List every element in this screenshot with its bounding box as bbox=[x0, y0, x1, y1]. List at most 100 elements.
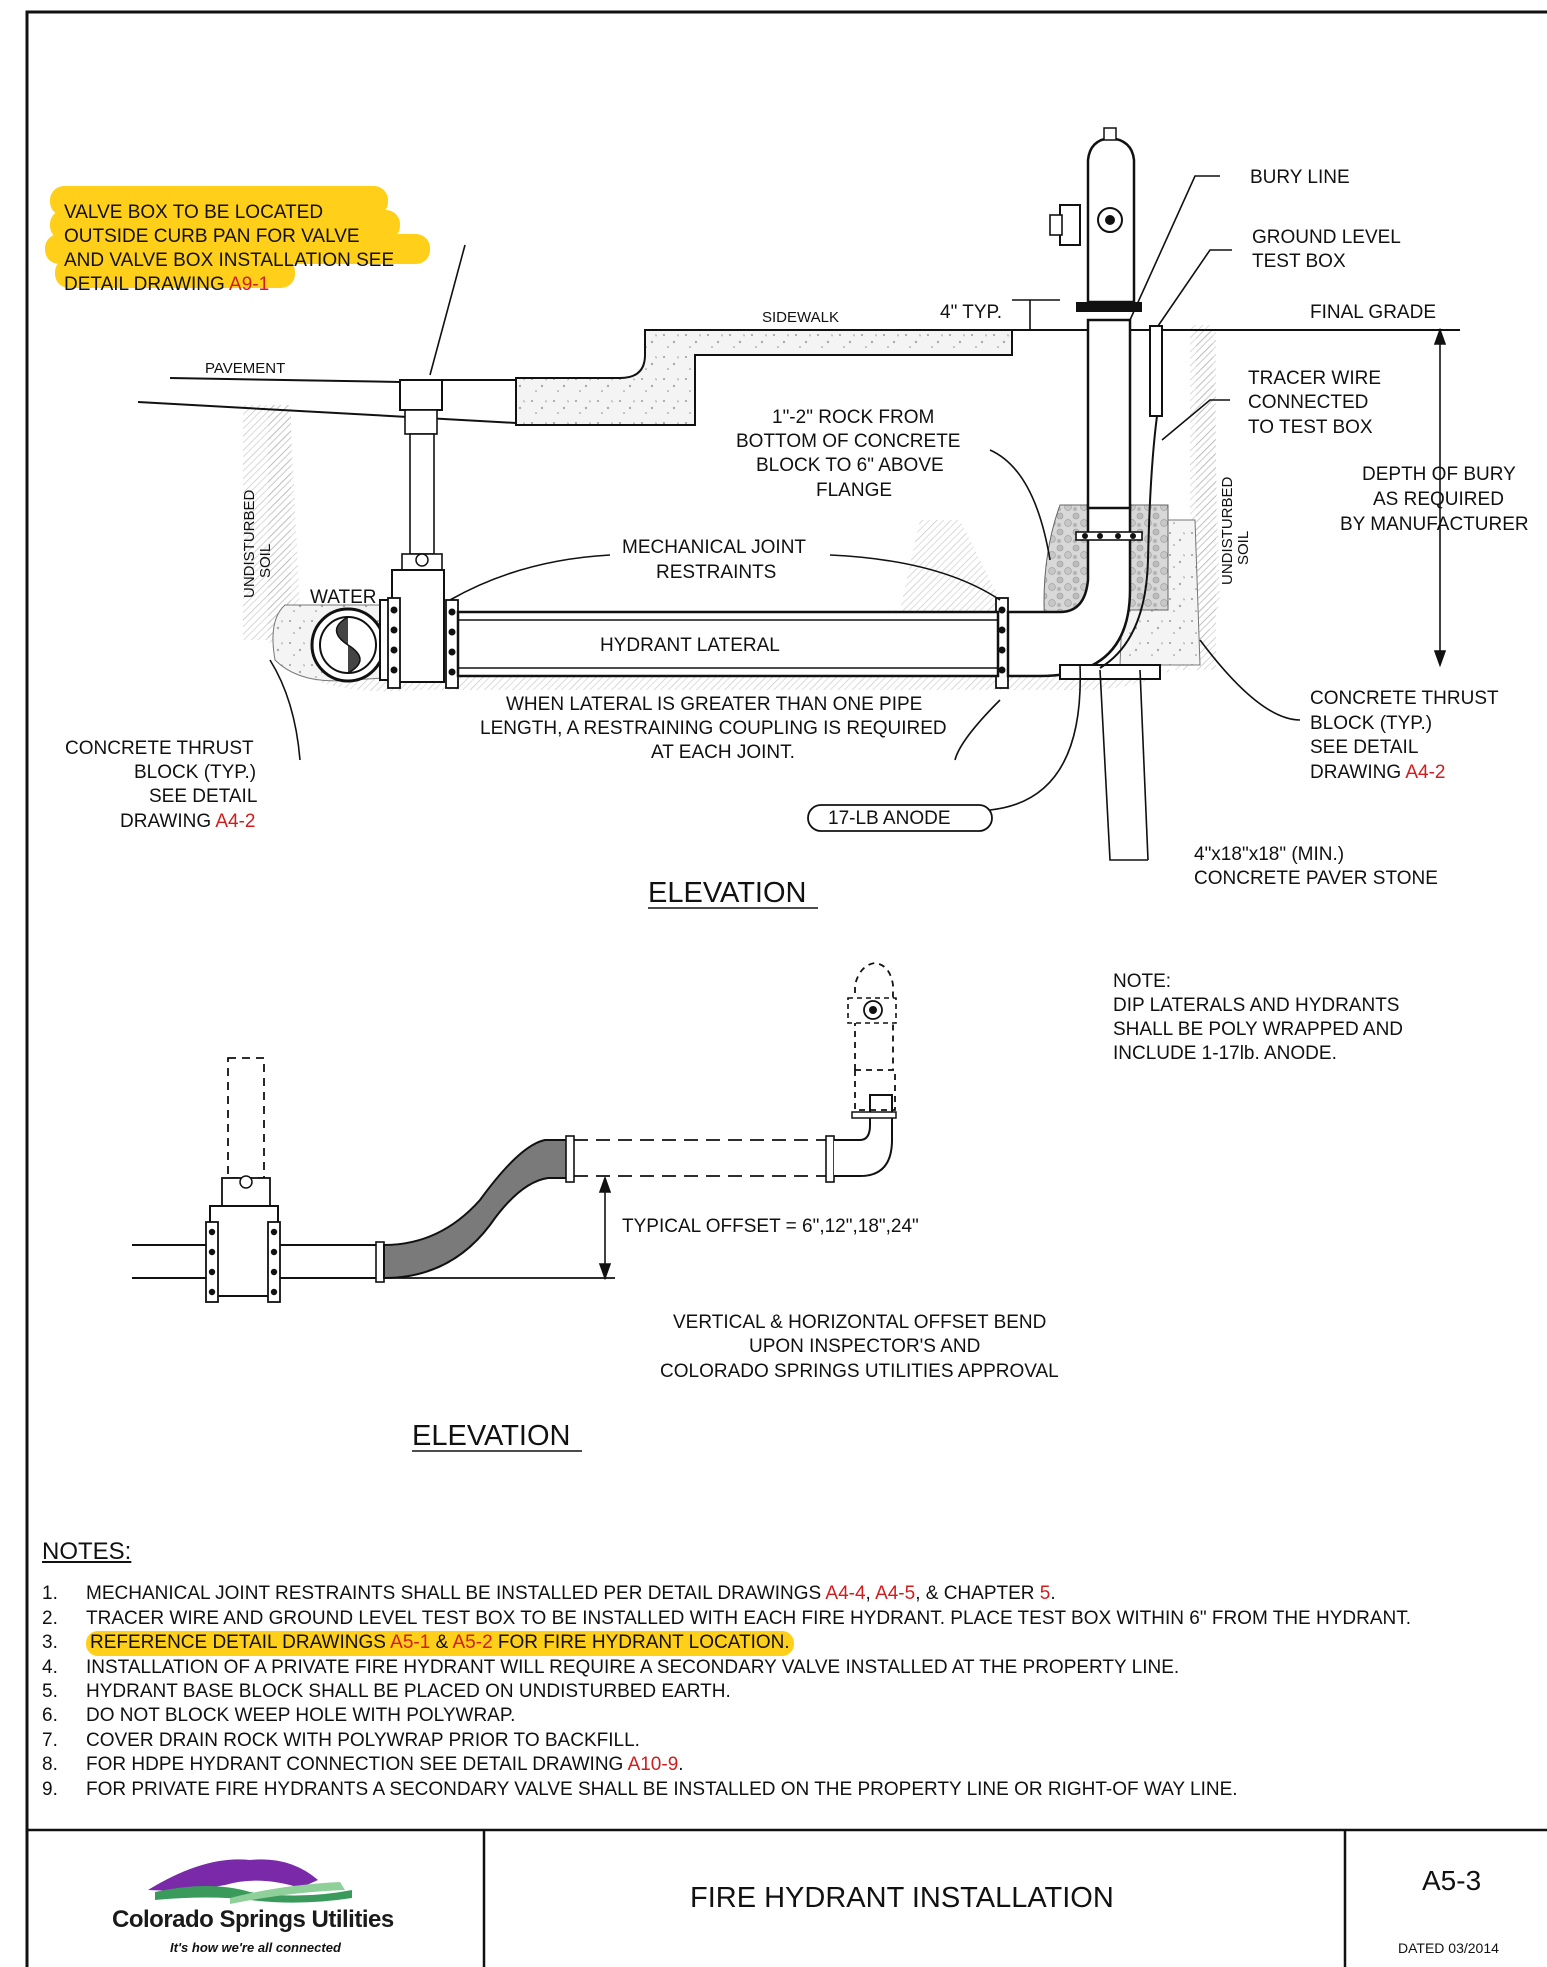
drawing-reference: A4-5 bbox=[875, 1583, 916, 1605]
valve-box-highlight bbox=[45, 186, 430, 288]
note-number: 7. bbox=[42, 1729, 58, 1751]
note-number: 2. bbox=[42, 1607, 58, 1629]
thrust-left-2: BLOCK (TYP.) bbox=[134, 762, 256, 783]
note-number: 9. bbox=[42, 1778, 58, 1800]
note-head: NOTE: bbox=[1113, 971, 1171, 992]
note-item: 3. REFERENCE DETAIL DRAWINGS A5-1 & A5-2 … bbox=[42, 1631, 1532, 1656]
coupling-label-3: AT EACH JOINT. bbox=[651, 742, 795, 763]
note-item: 4. INSTALLATION OF A PRIVATE FIRE HYDRANT… bbox=[42, 1656, 1532, 1680]
drawing-reference: 5 bbox=[1039, 1583, 1051, 1605]
rock-label-2: BOTTOM OF CONCRETE bbox=[736, 431, 960, 452]
tracer-label-1: TRACER WIRE bbox=[1248, 368, 1381, 389]
lateral-label: HYDRANT LATERAL bbox=[600, 635, 780, 656]
offset-bend bbox=[383, 1139, 569, 1280]
valve-box-line-1: VALVE BOX TO BE LOCATED bbox=[64, 202, 323, 223]
note-item: 2. TRACER WIRE AND GROUND LEVEL TEST BOX … bbox=[42, 1607, 1532, 1631]
note-text: DO NOT BLOCK WEEP HOLE WITH POLYWRAP. bbox=[86, 1705, 516, 1727]
note-text: FOR HDPE HYDRANT CONNECTION SEE DETAIL D… bbox=[86, 1754, 684, 1776]
thrust-left-4: DRAWING A4-2 bbox=[120, 811, 256, 832]
curb-concrete bbox=[515, 329, 1013, 426]
note-number: 3. bbox=[42, 1632, 58, 1654]
note-text: TRACER WIRE AND GROUND LEVEL TEST BOX TO… bbox=[86, 1607, 1412, 1629]
thrust-right-3: SEE DETAIL bbox=[1310, 737, 1418, 758]
sheet-border bbox=[25, 10, 1547, 1967]
ground-test-label-1: GROUND LEVEL bbox=[1252, 227, 1401, 248]
coupling-label-2: LENGTH, A RESTRAINING COUPLING IS REQUIR… bbox=[480, 718, 947, 739]
elevation-title-2: ELEVATION bbox=[412, 1420, 570, 1452]
lower-elevation-drawing bbox=[132, 962, 897, 1303]
note-number: 6. bbox=[42, 1705, 58, 1727]
mj-label-1: MECHANICAL JOINT bbox=[622, 537, 806, 558]
rock-label-3: BLOCK TO 6" ABOVE bbox=[756, 455, 944, 476]
water-label: WATER bbox=[310, 587, 377, 608]
note-item: 7. COVER DRAIN ROCK WITH POLYWRAP PRIOR T… bbox=[42, 1729, 1532, 1753]
drawing-reference: A5-2 bbox=[452, 1632, 493, 1654]
anode-label: 17-LB ANODE bbox=[828, 808, 951, 829]
paver-label-2: CONCRETE PAVER STONE bbox=[1194, 868, 1438, 889]
drawing-number: A5-3 bbox=[1422, 1865, 1482, 1896]
note-number: 8. bbox=[42, 1754, 58, 1776]
note-text: REFERENCE DETAIL DRAWINGS A5-1 & A5-2 FO… bbox=[86, 1631, 794, 1656]
hydrant-lateral-pipe bbox=[456, 610, 1000, 678]
logo-tagline: It's how we're all connected bbox=[170, 1940, 341, 1955]
soil-left bbox=[268, 325, 1220, 692]
thrust-right-1: CONCRETE THRUST bbox=[1310, 688, 1499, 709]
notes-section: NOTES: 1. MECHANICAL JOINT RESTRAINTS SHA… bbox=[42, 1538, 1532, 1802]
valve-box-line-2: OUTSIDE CURB PAN FOR VALVE bbox=[64, 226, 360, 247]
notes-list: 1. MECHANICAL JOINT RESTRAINTS SHALL BE I… bbox=[42, 1582, 1532, 1802]
note-item: 9. FOR PRIVATE FIRE HYDRANTS A SECONDARY … bbox=[42, 1778, 1532, 1802]
tracer-label-3: TO TEST BOX bbox=[1248, 417, 1373, 438]
logo-mark bbox=[148, 1859, 352, 1904]
drawing-reference: A5-1 bbox=[390, 1632, 431, 1654]
hydrant-head bbox=[1049, 127, 1142, 312]
note-text: HYDRANT BASE BLOCK SHALL BE PLACED ON UN… bbox=[86, 1681, 731, 1703]
pavement-label: PAVEMENT bbox=[205, 360, 285, 377]
bend-label-1: VERTICAL & HORIZONTAL OFFSET BEND bbox=[673, 1312, 1046, 1333]
note-text: COVER DRAIN ROCK WITH POLYWRAP PRIOR TO … bbox=[86, 1729, 640, 1751]
note-item: 5. HYDRANT BASE BLOCK SHALL BE PLACED ON … bbox=[42, 1680, 1532, 1704]
thrust-left-1: CONCRETE THRUST bbox=[65, 738, 254, 759]
title-block bbox=[27, 1828, 1547, 1967]
water-main bbox=[310, 607, 386, 683]
rock-label-4: FLANGE bbox=[816, 480, 892, 501]
hydrant-barrel bbox=[1086, 318, 1132, 510]
drawing-reference: A4-4 bbox=[825, 1583, 866, 1605]
tracer-label-2: CONNECTED bbox=[1248, 392, 1368, 413]
sidewalk-label: SIDEWALK bbox=[762, 309, 839, 326]
bend-label-3: COLORADO SPRINGS UTILITIES APPROVAL bbox=[660, 1361, 1059, 1382]
note-line-1: DIP LATERALS AND HYDRANTS bbox=[1113, 995, 1399, 1016]
logo-name: Colorado Springs Utilities bbox=[112, 1906, 394, 1933]
note-number: 5. bbox=[42, 1681, 58, 1703]
offset-label: TYPICAL OFFSET = 6",12",18",24" bbox=[622, 1216, 919, 1237]
valve-box-line-4: DETAIL DRAWING A9-1 bbox=[64, 274, 269, 295]
rock-label-1: 1"-2" ROCK FROM bbox=[772, 407, 934, 428]
note-number: 4. bbox=[42, 1656, 58, 1678]
thrust-right-4: DRAWING A4-2 bbox=[1310, 762, 1446, 783]
drawing-date: DATED 03/2014 bbox=[1398, 1940, 1499, 1956]
note-number: 1. bbox=[42, 1583, 58, 1605]
bury-line-label: BURY LINE bbox=[1250, 167, 1350, 188]
note-line-3: INCLUDE 1-17lb. ANODE. bbox=[1113, 1043, 1337, 1064]
soil-right-label: UNDISTURBEDSOIL bbox=[1219, 476, 1252, 585]
anode-box bbox=[807, 804, 993, 832]
drawing-title: FIRE HYDRANT INSTALLATION bbox=[690, 1882, 1114, 1914]
depth-label-2: AS REQUIRED bbox=[1373, 489, 1504, 510]
final-grade-label: FINAL GRADE bbox=[1310, 302, 1436, 323]
notes-heading: NOTES: bbox=[42, 1538, 132, 1565]
note-item: 8. FOR HDPE HYDRANT CONNECTION SEE DETAIL… bbox=[42, 1753, 1532, 1777]
depth-label-1: DEPTH OF BURY bbox=[1362, 464, 1516, 485]
thrust-left-3: SEE DETAIL bbox=[149, 786, 257, 807]
typ-label: 4" TYP. bbox=[940, 302, 1002, 323]
mj-label-2: RESTRAINTS bbox=[656, 562, 776, 583]
elevation-title-1: ELEVATION bbox=[648, 877, 806, 909]
paver-label-1: 4"x18"x18" (MIN.) bbox=[1194, 844, 1344, 865]
note-text: INSTALLATION OF A PRIVATE FIRE HYDRANT W… bbox=[86, 1656, 1180, 1678]
note-text: MECHANICAL JOINT RESTRAINTS SHALL BE INS… bbox=[86, 1583, 1056, 1605]
soil-left-label: UNDISTURBEDSOIL bbox=[241, 489, 274, 598]
drawing-reference: A10-9 bbox=[627, 1754, 679, 1776]
depth-label-3: BY MANUFACTURER bbox=[1340, 514, 1529, 535]
note-text: FOR PRIVATE FIRE HYDRANTS A SECONDARY VA… bbox=[86, 1778, 1238, 1800]
coupling-label-1: WHEN LATERAL IS GREATER THAN ONE PIPE bbox=[506, 694, 922, 715]
valve-box-line-3: AND VALVE BOX INSTALLATION SEE bbox=[64, 250, 394, 271]
